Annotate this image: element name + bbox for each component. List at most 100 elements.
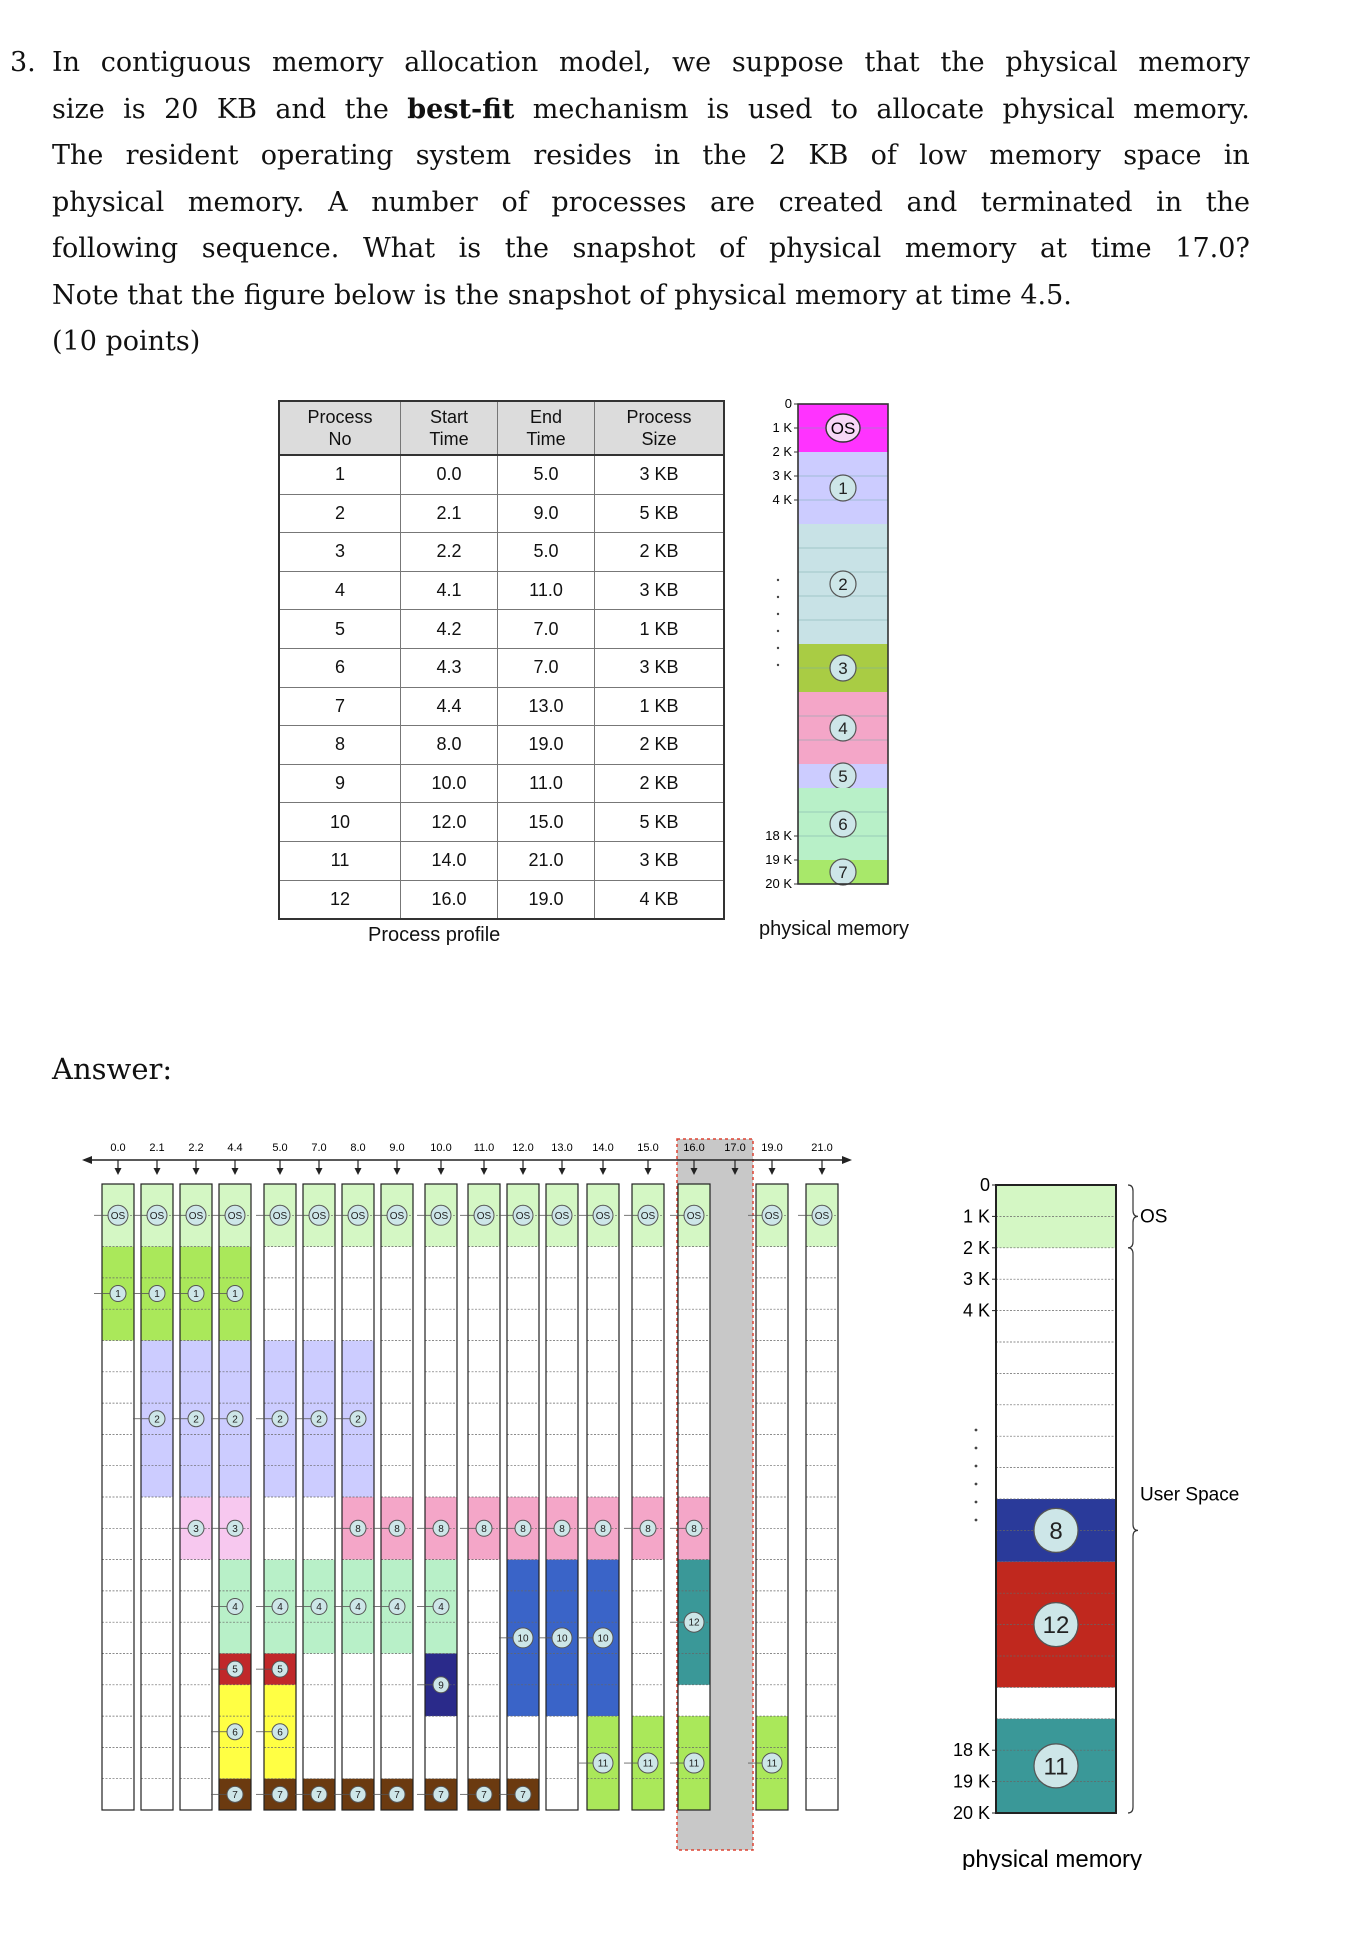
axis-tick-label: 19 K	[953, 1772, 990, 1792]
process-badge-circle	[308, 1204, 330, 1226]
table-header-cell: Start Time	[400, 401, 498, 456]
process-badge-circle	[685, 1519, 703, 1537]
process-badge-circle	[187, 1519, 205, 1537]
axis-tick-label: 4 K	[963, 1301, 990, 1321]
table-cell: 10.0	[400, 764, 498, 804]
process-badge-label: 8	[394, 1524, 400, 1535]
question-word: Note that the figure below is the snapsh…	[52, 279, 1072, 311]
process-badge-label: 11	[689, 1759, 700, 1770]
process-badge-label: 3	[193, 1524, 199, 1535]
ellipsis-dot	[974, 1464, 978, 1468]
process-badge-label: OS	[351, 1211, 366, 1222]
time-arrow	[558, 1168, 566, 1175]
question-word: used	[747, 93, 813, 125]
os-brace-label: OS	[1140, 1206, 1167, 1227]
question-word: sequence.	[201, 233, 340, 264]
axis-arrow-right	[842, 1156, 852, 1164]
axis-tick-label: 3 K	[772, 468, 792, 483]
process-badge-label: 11	[643, 1759, 654, 1770]
process-profile-caption: Process profile	[368, 924, 501, 946]
process-badge-label: OS	[434, 1211, 449, 1222]
time-arrow	[690, 1168, 698, 1175]
question-word: model,	[558, 47, 652, 78]
process-badge-circle	[269, 1204, 291, 1226]
process-badge-label: 7	[316, 1790, 322, 1801]
question-word: is	[706, 93, 730, 125]
question-line: Note that the figure below is the snapsh…	[10, 273, 1250, 320]
question-word: (10 points)	[52, 326, 201, 357]
ellipsis-dot	[974, 1482, 978, 1486]
process-badge-label: 2	[193, 1414, 199, 1425]
process-badge-label: 7	[438, 1790, 444, 1801]
process-badge-circle	[829, 474, 857, 502]
process-badge-circle	[349, 1410, 367, 1428]
table-cell: 1 KB	[594, 687, 724, 727]
table-cell: 6	[279, 648, 401, 688]
table-cell: 5 KB	[594, 494, 724, 534]
ellipsis-dot	[974, 1518, 978, 1522]
process-badge-label: OS	[477, 1211, 492, 1222]
process-badge-label: 12	[1043, 1612, 1070, 1639]
question-word: of	[870, 140, 897, 171]
question-word: memory	[271, 47, 384, 78]
process-badge-circle	[637, 1752, 659, 1774]
time-arrow	[276, 1168, 284, 1175]
question-word: the	[940, 47, 985, 78]
process-badge-circle	[271, 1598, 289, 1616]
question-word: following	[52, 233, 179, 264]
process-badge-circle	[386, 1204, 408, 1226]
memory-column-outline	[218, 1183, 252, 1811]
process-badge-label: 3	[838, 659, 847, 678]
question-number: 3.	[10, 47, 36, 78]
time-arrow	[768, 1168, 776, 1175]
table-cell: 12.0	[400, 802, 498, 842]
table-cell: 5	[279, 609, 401, 649]
time-arrow	[393, 1168, 401, 1175]
time-arrow	[192, 1168, 200, 1175]
question-word: size	[52, 93, 105, 125]
process-badge-circle	[1033, 1507, 1079, 1553]
axis-tick-label: 20 K	[765, 876, 792, 891]
question-word: In	[52, 47, 81, 78]
process-badge-label: 5	[277, 1665, 283, 1676]
process-badge-circle	[1033, 1602, 1079, 1648]
process-badge-circle	[271, 1723, 289, 1741]
question-word: and	[906, 186, 958, 218]
process-badge-label: OS	[596, 1211, 611, 1222]
question-word: time	[1090, 233, 1152, 264]
process-badge-label: 2	[154, 1414, 160, 1425]
ellipsis-dot	[776, 578, 780, 582]
table-cell: 8	[279, 725, 401, 765]
ellipsis-dot	[776, 629, 780, 633]
process-badge-label: 7	[481, 1790, 487, 1801]
question-word: physical	[1005, 47, 1118, 78]
process-badge-label: 2	[355, 1414, 361, 1425]
time-arrow	[114, 1168, 122, 1175]
ellipsis-dot	[776, 612, 780, 616]
time-label: 2.2	[188, 1142, 203, 1154]
memory-column-outline	[506, 1183, 540, 1811]
time-arrow	[818, 1168, 826, 1175]
memory-column-outline	[677, 1183, 711, 1811]
question-word: KB	[808, 140, 849, 171]
process-badge-label: OS	[228, 1211, 243, 1222]
table-cell: 5.0	[497, 455, 595, 495]
question-word: resident	[125, 140, 239, 171]
table-cell: 2 KB	[594, 725, 724, 765]
axis-tick-label: 0	[980, 1175, 990, 1195]
process-badge-circle	[388, 1598, 406, 1616]
process-badge-label: OS	[765, 1211, 780, 1222]
process-badge-circle	[148, 1285, 166, 1303]
table-cell: 0.0	[400, 455, 498, 495]
question-word: memory	[1138, 47, 1250, 78]
process-badge-circle	[226, 1285, 244, 1303]
